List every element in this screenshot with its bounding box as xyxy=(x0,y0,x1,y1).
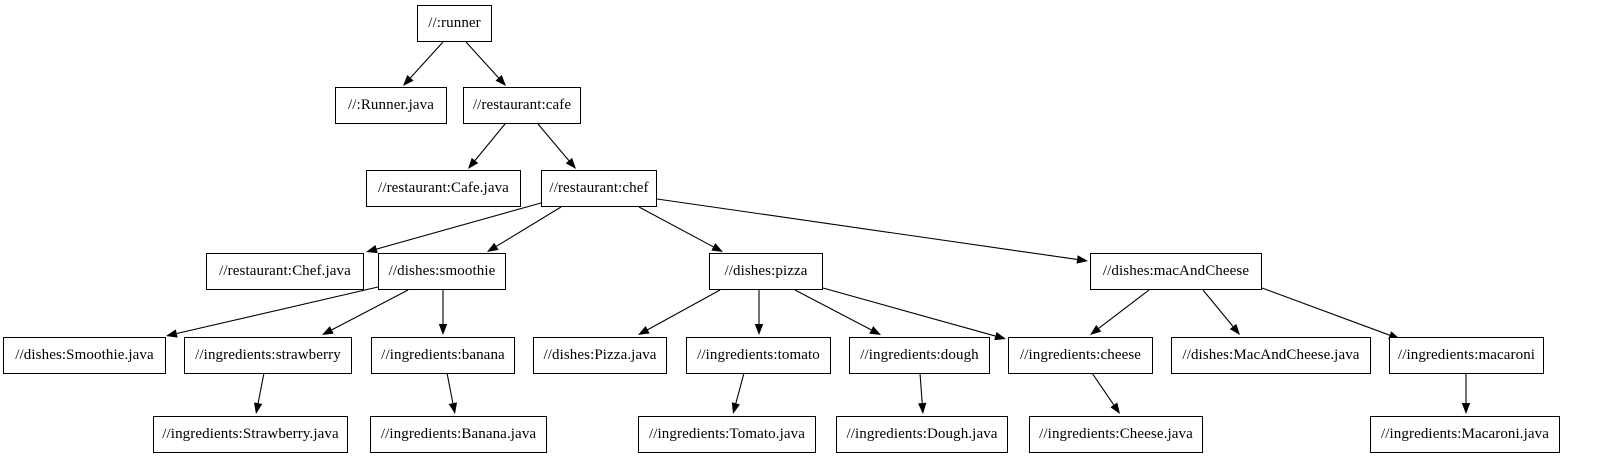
graph-node-label: //dishes:MacAndCheese.java xyxy=(1182,347,1360,363)
edge-smoothie-to-smoothie_java xyxy=(166,286,379,338)
graph-node-smoothie_java[interactable]: //dishes:Smoothie.java xyxy=(3,337,166,374)
edge-cheese-to-cheese_java xyxy=(1091,372,1120,414)
arrowhead xyxy=(468,157,479,169)
graph-node-label: //restaurant:Cafe.java xyxy=(378,180,509,196)
graph-node-pizza_java[interactable]: //dishes:Pizza.java xyxy=(533,337,667,374)
graph-node-label: //ingredients:cheese xyxy=(1019,347,1142,363)
edge-chef-to-chef_java xyxy=(366,202,542,254)
edge-runner-to-cafe xyxy=(465,41,506,86)
arrowhead xyxy=(322,326,334,335)
edge-dough-to-dough_java xyxy=(918,372,927,414)
graph-node-chef_java[interactable]: //restaurant:Chef.java xyxy=(206,253,364,290)
arrowhead xyxy=(448,402,458,414)
arrowhead xyxy=(366,244,378,254)
edge-cafe-to-chef xyxy=(537,123,576,169)
arrowhead xyxy=(1461,403,1471,414)
edge-smoothie-to-strawberry xyxy=(322,289,409,335)
arrowhead xyxy=(438,324,448,335)
graph-node-cafe[interactable]: //restaurant:cafe xyxy=(463,87,581,124)
edge-smoothie-to-banana xyxy=(438,290,448,335)
arrowhead xyxy=(869,326,881,335)
graph-node-label: //dishes:smoothie xyxy=(388,263,496,279)
edge-chef-to-pizza xyxy=(638,206,723,252)
graph-node-cafe_java[interactable]: //restaurant:Cafe.java xyxy=(366,170,521,207)
arrowhead xyxy=(403,75,414,86)
graph-node-runner_java[interactable]: //:Runner.java xyxy=(335,87,447,124)
graph-node-strawberry[interactable]: //ingredients:strawberry xyxy=(184,337,352,374)
edge-pizza-to-dough xyxy=(794,289,881,335)
graph-node-label: //ingredients:dough xyxy=(860,347,979,363)
arrowhead xyxy=(638,326,650,335)
graph-node-label: //:Runner.java xyxy=(348,97,434,113)
graph-node-dough[interactable]: //ingredients:dough xyxy=(849,337,990,374)
graph-node-label: //ingredients:tomato xyxy=(697,347,820,363)
graph-node-label: //restaurant:chef xyxy=(549,180,649,196)
arrowhead xyxy=(253,402,263,414)
graph-node-cheese[interactable]: //ingredients:cheese xyxy=(1008,337,1153,374)
edge-pizza-to-tomato xyxy=(754,290,764,335)
graph-node-runner[interactable]: //:runner xyxy=(417,5,492,42)
graph-node-banana[interactable]: //ingredients:banana xyxy=(371,337,515,374)
edge-pizza-to-pizza_java xyxy=(638,289,721,335)
edge-pizza-to-cheese xyxy=(822,287,1006,341)
arrowhead xyxy=(754,324,764,335)
edge-macandcheese-to-macaroni xyxy=(1261,287,1400,340)
arrowhead xyxy=(711,243,723,252)
graph-node-label: //ingredients:Strawberry.java xyxy=(162,426,339,442)
graph-node-label: //ingredients:Banana.java xyxy=(380,426,537,442)
edge-strawberry-to-strawberry_java xyxy=(253,372,265,414)
edge-macandcheese-to-cheese xyxy=(1090,289,1150,335)
arrowhead xyxy=(731,402,740,414)
graph-node-smoothie[interactable]: //dishes:smoothie xyxy=(378,253,506,290)
graph-node-banana_java[interactable]: //ingredients:Banana.java xyxy=(370,416,547,453)
edge-macandcheese-to-macandcheese_java xyxy=(1202,289,1240,335)
graph-node-strawberry_java[interactable]: //ingredients:Strawberry.java xyxy=(153,416,348,453)
arrowhead xyxy=(1090,324,1102,335)
graph-node-label: //ingredients:banana xyxy=(381,347,505,363)
graph-node-label: //:runner xyxy=(428,15,481,31)
graph-node-tomato_java[interactable]: //ingredients:Tomato.java xyxy=(638,416,816,453)
graph-node-label: //dishes:macAndCheese xyxy=(1102,263,1250,279)
edge-macaroni-to-macaroni_java xyxy=(1461,373,1471,414)
graph-node-label: //dishes:Smoothie.java xyxy=(15,347,154,363)
graph-node-label: //ingredients:Macaroni.java xyxy=(1380,426,1550,442)
arrowhead xyxy=(487,242,499,252)
edge-chef-to-smoothie xyxy=(487,206,562,252)
graph-node-macaroni_java[interactable]: //ingredients:Macaroni.java xyxy=(1370,416,1560,453)
graph-node-tomato[interactable]: //ingredients:tomato xyxy=(686,337,831,374)
arrowhead xyxy=(918,402,927,414)
edge-cafe-to-cafe_java xyxy=(468,123,506,169)
graph-node-label: //restaurant:cafe xyxy=(472,97,572,113)
edge-banana-to-banana_java xyxy=(446,372,458,414)
arrowhead xyxy=(565,157,576,169)
graph-node-label: //restaurant:Chef.java xyxy=(219,263,351,279)
graph-node-label: //ingredients:Dough.java xyxy=(846,426,998,442)
graph-node-chef[interactable]: //restaurant:chef xyxy=(541,170,657,207)
graph-node-label: //ingredients:Cheese.java xyxy=(1039,426,1193,442)
arrowhead xyxy=(1229,323,1240,335)
graph-node-label: //ingredients:macaroni xyxy=(1397,347,1536,363)
edge-tomato-to-tomato_java xyxy=(731,372,745,414)
arrowhead xyxy=(1076,255,1088,264)
arrowhead xyxy=(1110,402,1120,414)
arrowhead xyxy=(994,332,1006,341)
arrowhead xyxy=(166,329,178,338)
arrowhead xyxy=(495,75,506,86)
graph-node-dough_java[interactable]: //ingredients:Dough.java xyxy=(836,416,1008,453)
graph-node-label: //dishes:Pizza.java xyxy=(543,347,657,363)
graph-node-label: //ingredients:Tomato.java xyxy=(649,426,805,442)
graph-node-macandcheese_java[interactable]: //dishes:MacAndCheese.java xyxy=(1171,337,1371,374)
graph-node-pizza[interactable]: //dishes:pizza xyxy=(709,253,823,290)
graph-node-macaroni[interactable]: //ingredients:macaroni xyxy=(1389,337,1544,374)
graph-node-label: //ingredients:strawberry xyxy=(195,347,341,363)
graph-node-macandcheese[interactable]: //dishes:macAndCheese xyxy=(1090,253,1262,290)
graph-node-label: //dishes:pizza xyxy=(724,263,808,279)
graph-node-cheese_java[interactable]: //ingredients:Cheese.java xyxy=(1029,416,1203,453)
edge-runner-to-runner_java xyxy=(403,41,444,86)
